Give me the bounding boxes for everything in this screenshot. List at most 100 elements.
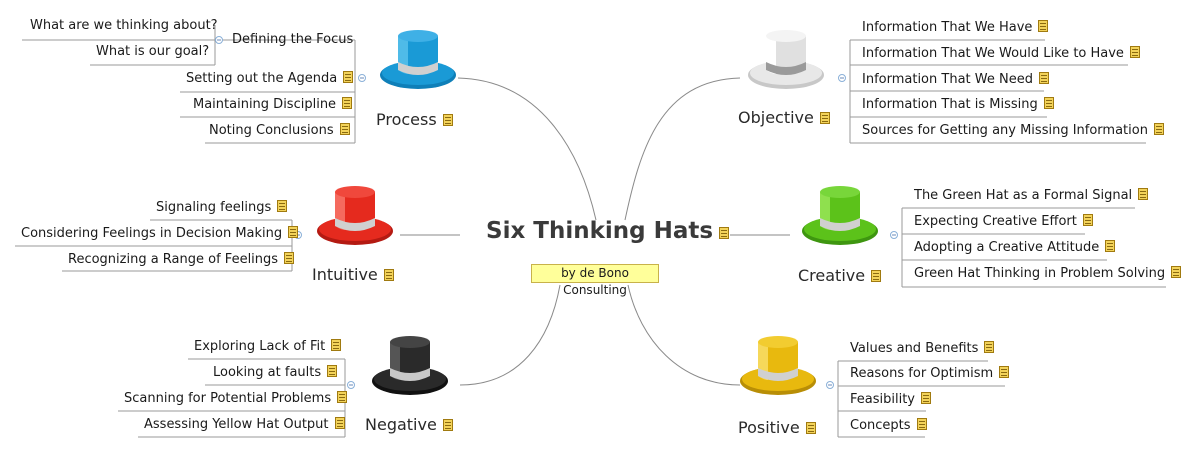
objective-topic[interactable]: Information That We Have <box>862 20 1049 35</box>
note-icon[interactable] <box>916 418 927 430</box>
positive-topic[interactable]: Feasibility <box>850 392 931 407</box>
process-topic[interactable]: Noting Conclusions <box>209 123 350 138</box>
creative-branch[interactable]: Creative <box>798 266 882 285</box>
topic-label: Assessing Yellow Hat Output <box>144 417 329 432</box>
intuitive-hat-icon <box>317 186 393 245</box>
objective-topic[interactable]: Information That We Would Like to Have <box>862 46 1140 61</box>
positive-label: Positive <box>738 418 800 437</box>
process-hat-icon <box>380 30 456 89</box>
creative-topic[interactable]: Green Hat Thinking in Problem Solving <box>914 266 1182 281</box>
topic-label: Sources for Getting any Missing Informat… <box>862 123 1148 138</box>
note-icon[interactable] <box>1129 46 1140 58</box>
negative-topic[interactable]: Looking at faults <box>213 365 338 380</box>
note-icon[interactable] <box>337 391 348 403</box>
positive-topic[interactable]: Reasons for Optimism <box>850 366 1010 381</box>
positive-branch[interactable]: Positive <box>738 419 816 437</box>
note-icon[interactable] <box>334 417 345 429</box>
topic-label: Scanning for Potential Problems <box>124 391 332 406</box>
note-icon[interactable] <box>1038 20 1049 32</box>
positive-topic[interactable]: Concepts <box>850 418 927 433</box>
note-icon[interactable] <box>805 422 816 434</box>
creative-topic[interactable]: Expecting Creative Effort <box>914 214 1093 229</box>
topic-label: Information That We Need <box>862 72 1033 87</box>
note-icon[interactable] <box>343 71 354 83</box>
negative-label: Negative <box>365 415 437 434</box>
topic-label: Exploring Lack of Fit <box>194 339 326 354</box>
topic-label: Maintaining Discipline <box>193 97 337 112</box>
note-icon[interactable] <box>819 112 830 124</box>
note-icon[interactable] <box>921 392 931 404</box>
note-icon[interactable] <box>1105 240 1116 252</box>
topic-label: Signaling feelings <box>156 200 272 215</box>
topic-label: Feasibility <box>850 392 915 407</box>
negative-topic[interactable]: Scanning for Potential Problems <box>124 391 348 406</box>
note-icon[interactable] <box>383 269 394 281</box>
topic-label: Noting Conclusions <box>209 123 334 138</box>
central-subtitle-callout[interactable]: by de Bono Consulting <box>531 264 659 297</box>
topic-label: Information That is Missing <box>862 97 1038 112</box>
process-label: Process <box>376 110 437 129</box>
note-icon[interactable] <box>1171 266 1182 278</box>
topic-label: Expecting Creative Effort <box>914 214 1077 229</box>
topic-label: Reasons for Optimism <box>850 366 994 381</box>
negative-topic[interactable]: Assessing Yellow Hat Output <box>144 417 345 432</box>
objective-topic[interactable]: Information That We Need <box>862 72 1049 87</box>
process-branch[interactable]: Process <box>376 111 453 129</box>
note-icon[interactable] <box>339 123 350 135</box>
topic-label: Green Hat Thinking in Problem Solving <box>914 266 1166 281</box>
topic-label: Values and Benefits <box>850 341 979 356</box>
note-icon[interactable] <box>1153 123 1164 135</box>
creative-topic[interactable]: Adopting a Creative Attitude <box>914 240 1116 255</box>
process-subtopic[interactable]: What is our goal? <box>96 44 210 59</box>
process-topic[interactable]: Defining the Focus <box>232 32 354 47</box>
note-icon[interactable] <box>442 114 453 126</box>
note-icon[interactable] <box>1038 72 1049 84</box>
objective-label: Objective <box>738 108 814 127</box>
intuitive-topic[interactable]: Signaling feelings <box>156 200 288 215</box>
intuitive-label: Intuitive <box>312 265 378 284</box>
creative-hat-icon <box>802 186 878 245</box>
negative-hat-icon <box>372 336 448 395</box>
note-icon[interactable] <box>277 200 288 212</box>
creative-topic[interactable]: The Green Hat as a Formal Signal <box>914 188 1149 203</box>
intuitive-topic[interactable]: Recognizing a Range of Feelings <box>68 252 295 267</box>
topic-label: The Green Hat as a Formal Signal <box>914 188 1133 203</box>
topic-label: Information That We Have <box>862 20 1033 35</box>
topic-label: Recognizing a Range of Feelings <box>68 252 279 267</box>
topic-label: Looking at faults <box>213 365 322 380</box>
note-icon[interactable] <box>1082 214 1093 226</box>
central-topic-label: Six Thinking Hats <box>486 218 714 244</box>
objective-topic[interactable]: Sources for Getting any Missing Informat… <box>862 123 1164 138</box>
note-icon[interactable] <box>288 226 299 238</box>
objective-topic[interactable]: Information That is Missing <box>862 97 1054 112</box>
note-icon[interactable] <box>719 227 730 239</box>
process-topic[interactable]: Maintaining Discipline <box>193 97 353 112</box>
note-icon[interactable] <box>999 366 1010 378</box>
negative-branch[interactable]: Negative <box>365 416 453 434</box>
note-icon[interactable] <box>284 252 295 264</box>
note-icon[interactable] <box>327 365 338 377</box>
note-icon[interactable] <box>984 341 995 353</box>
note-icon[interactable] <box>1138 188 1149 200</box>
process-subtopic[interactable]: What are we thinking about? <box>30 18 218 33</box>
note-icon[interactable] <box>871 270 882 282</box>
objective-branch[interactable]: Objective <box>738 109 830 127</box>
topic-label: Setting out the Agenda <box>186 71 338 86</box>
process-topic[interactable]: Setting out the Agenda <box>186 71 354 86</box>
intuitive-branch[interactable]: Intuitive <box>312 266 394 284</box>
positive-topic[interactable]: Values and Benefits <box>850 341 995 356</box>
topic-label: Considering Feelings in Decision Making <box>21 226 283 241</box>
note-icon[interactable] <box>342 97 353 109</box>
intuitive-topic[interactable]: Considering Feelings in Decision Making <box>21 226 299 241</box>
note-icon[interactable] <box>1043 97 1054 109</box>
negative-topic[interactable]: Exploring Lack of Fit <box>194 339 342 354</box>
central-topic[interactable]: Six Thinking Hats <box>486 218 730 244</box>
objective-hat-icon <box>748 30 824 89</box>
positive-hat-icon <box>740 336 816 395</box>
topic-label: Information That We Would Like to Have <box>862 46 1124 61</box>
creative-label: Creative <box>798 266 866 285</box>
note-icon[interactable] <box>442 419 453 431</box>
topic-label: Concepts <box>850 418 911 433</box>
note-icon[interactable] <box>331 339 342 351</box>
topic-label: Adopting a Creative Attitude <box>914 240 1100 255</box>
